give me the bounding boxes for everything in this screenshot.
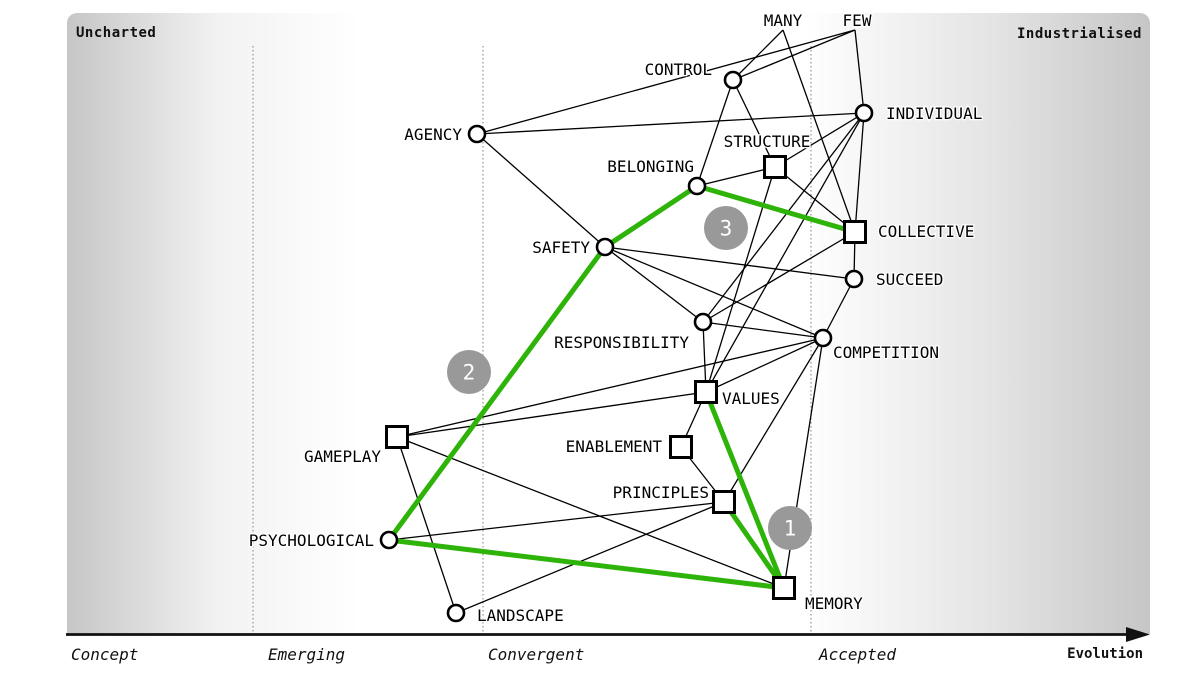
- node-responsibility: [693, 312, 713, 332]
- node-belonging: [687, 176, 707, 196]
- edge-principles-landscape: [455, 501, 725, 614]
- node-label-principles: PRINCIPLES: [613, 483, 709, 502]
- node-label-few: FEW: [843, 11, 872, 30]
- node-agency: [467, 124, 487, 144]
- route-badge-number-1: 1: [784, 517, 797, 541]
- node-label-memory: MEMORY: [805, 594, 863, 613]
- edge-control-structure: [732, 79, 776, 168]
- route-badge-number-2: 2: [463, 361, 476, 385]
- node-label-responsibility: RESPONSIBILITY: [554, 333, 689, 352]
- node-gameplay: [385, 425, 409, 449]
- edge-many-collective: [782, 29, 856, 233]
- node-psychological: [379, 530, 399, 550]
- route-edge-belonging-safety: [602, 183, 700, 250]
- node-label-values: VALUES: [722, 389, 780, 408]
- edge-individual-collective: [854, 112, 865, 233]
- node-safety: [595, 237, 615, 257]
- node-label-control: CONTROL: [645, 60, 712, 79]
- node-control: [723, 70, 743, 90]
- stage-label-convergent: Convergent: [488, 645, 585, 664]
- node-memory: [772, 576, 796, 600]
- node-landscape: [446, 603, 466, 623]
- route-edge-safety-psychological: [386, 244, 608, 543]
- industrialised-label: Industrialised: [1016, 26, 1142, 42]
- edge-individual-structure: [774, 112, 865, 168]
- edge-belonging-structure: [696, 166, 776, 187]
- route-badge-3: [704, 206, 748, 250]
- node-label-psychological: PSYCHOLOGICAL: [249, 531, 374, 550]
- route-edge-belonging-collective: [694, 183, 858, 235]
- route-edge-memory-values: [703, 389, 787, 591]
- node-principles: [712, 490, 736, 514]
- edge-few-agency: [476, 29, 856, 135]
- route-badge-2: [447, 350, 491, 394]
- node-label-competition: COMPETITION: [833, 343, 939, 362]
- edge-values-gameplay: [396, 391, 707, 438]
- node-succeed: [844, 269, 864, 289]
- node-label-belonging: BELONGING: [607, 157, 694, 176]
- edge-individual-values: [705, 112, 865, 393]
- stage-label-concept: Concept: [71, 645, 139, 664]
- edge-safety-responsibility: [604, 246, 704, 323]
- edge-gameplay-memory: [396, 436, 785, 589]
- node-label-landscape: LANDSCAPE: [477, 606, 564, 625]
- edge-gameplay-landscape: [396, 436, 457, 614]
- node-label-collective: COLLECTIVE: [878, 222, 974, 241]
- node-label-gameplay: GAMEPLAY: [304, 447, 381, 466]
- edge-competition-gameplay: [396, 337, 824, 438]
- edge-agency-individual: [476, 112, 865, 135]
- edge-succeed-competition: [822, 278, 855, 339]
- node-label-structure: STRUCTURE: [724, 132, 811, 151]
- route-edge-psychological-memory: [386, 537, 787, 591]
- edge-principles-psychological: [388, 501, 725, 541]
- route-badge-number-3: 3: [720, 217, 733, 241]
- node-label-many: MANY: [764, 11, 803, 30]
- edge-many-control: [732, 29, 784, 81]
- node-label-agency: AGENCY: [404, 125, 462, 144]
- edge-agency-safety: [476, 133, 606, 248]
- node-values: [694, 380, 718, 404]
- node-label-succeed: SUCCEED: [876, 270, 943, 289]
- map-background-panel: [67, 13, 1150, 634]
- route-badge-1: [768, 506, 812, 550]
- uncharted-label: Uncharted: [76, 25, 157, 41]
- edge-individual-responsibility: [702, 112, 865, 323]
- edge-collective-responsibility: [702, 231, 856, 323]
- edge-few-individual: [854, 29, 865, 114]
- edge-safety-succeed: [604, 246, 855, 280]
- edge-control-belonging: [696, 79, 734, 187]
- node-label-enablement: ENABLEMENT: [566, 437, 663, 456]
- stage-label-emerging: Emerging: [268, 645, 346, 664]
- edge-control-few: [732, 29, 856, 81]
- route-edge-memory-principles: [721, 499, 787, 591]
- node-individual: [854, 103, 874, 123]
- stage-label-accepted: Accepted: [819, 645, 897, 664]
- node-competition: [813, 328, 833, 348]
- edge-competition-values: [705, 337, 824, 393]
- node-structure: [763, 155, 787, 179]
- edge-responsibility-competition: [702, 321, 824, 339]
- node-label-safety: SAFETY: [532, 238, 590, 257]
- node-enablement: [669, 435, 693, 459]
- edge-competition-memory: [783, 337, 824, 589]
- evolution-axis-arrow-icon: [1126, 627, 1150, 642]
- edge-safety-competition: [604, 246, 824, 339]
- node-label-individual: INDIVIDUAL: [886, 104, 982, 123]
- node-collective: [843, 220, 867, 244]
- evolution-axis-label: Evolution: [1067, 646, 1143, 662]
